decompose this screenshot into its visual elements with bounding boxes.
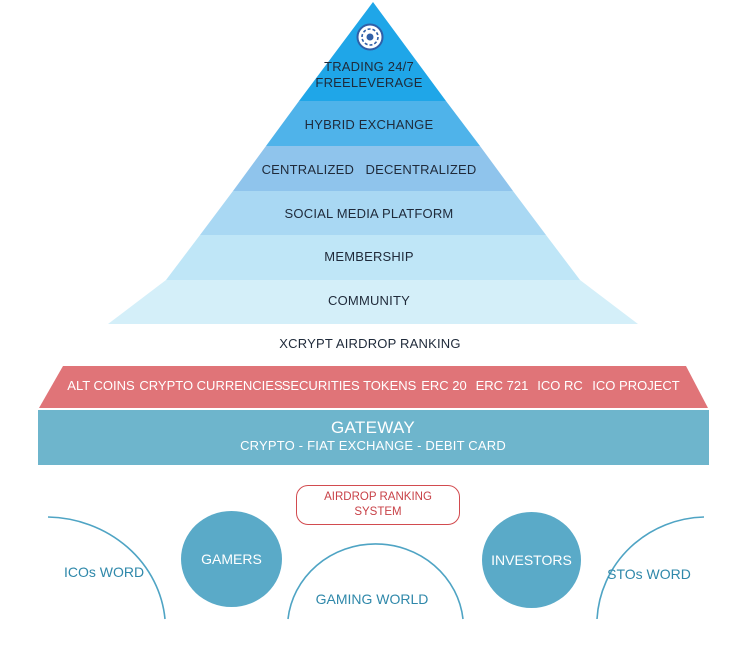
token-crypto-currencies: CRYPTO CURRENCIES bbox=[139, 378, 283, 393]
pyramid-layers bbox=[108, 2, 638, 324]
airdrop-line-2: SYSTEM bbox=[354, 506, 402, 518]
token-ico-rc: ICO RC bbox=[537, 378, 583, 393]
layer-membership-label: MEMBERSHIP bbox=[324, 249, 414, 264]
gamers-circle: GAMERS bbox=[181, 511, 282, 607]
layer-social-label: SOCIAL MEDIA PLATFORM bbox=[284, 206, 454, 221]
icos-word-label: ICOs WORD bbox=[63, 564, 145, 580]
gaming-world-arc bbox=[287, 543, 464, 620]
gamers-label: GAMERS bbox=[201, 551, 262, 567]
token-ico-project: ICO PROJECT bbox=[592, 378, 680, 393]
token-erc-721: ERC 721 bbox=[475, 378, 529, 393]
airdrop-ranking-system: AIRDROP RANKING SYSTEM bbox=[296, 485, 460, 525]
investors-circle: INVESTORS bbox=[482, 512, 581, 608]
layer-trading-label: TRADING 24/7 FREELEVERAGE bbox=[315, 59, 422, 91]
pyramid-layer-social bbox=[200, 191, 546, 235]
pyramid-layer-membership bbox=[166, 235, 580, 280]
token-erc-20: ERC 20 bbox=[421, 378, 467, 393]
stos-word-label: STOs WORD bbox=[607, 566, 691, 582]
gaming-world-label: GAMING WORLD bbox=[315, 591, 429, 607]
pyramid-layer-community bbox=[108, 280, 638, 324]
layer-trading-line-1: TRADING 24/7 bbox=[324, 59, 414, 74]
tokens-band bbox=[39, 366, 708, 408]
pyramid-layer-central bbox=[233, 146, 513, 191]
globe-gear-logo bbox=[356, 23, 384, 51]
layer-trading-line-2: FREELEVERAGE bbox=[315, 75, 423, 90]
gateway-title: GATEWAY bbox=[331, 418, 415, 437]
layer-hybrid-label: HYBRID EXCHANGE bbox=[304, 117, 434, 132]
token-alt-coins: ALT COINS bbox=[67, 378, 135, 393]
airdrop-line-1: AIRDROP RANKING bbox=[324, 491, 432, 503]
gateway-subtitle: CRYPTO - FIAT EXCHANGE - DEBIT CARD bbox=[240, 438, 506, 453]
layer-community-label: COMMUNITY bbox=[328, 293, 410, 308]
ranking-label: XCRYPT AIRDROP RANKING bbox=[279, 336, 461, 351]
investors-label: INVESTORS bbox=[491, 552, 572, 568]
pyramid-layer-trading bbox=[299, 2, 446, 101]
layer-central-label: CENTRALIZED DECENTRALIZED bbox=[261, 162, 477, 177]
icos-word-arc bbox=[47, 516, 166, 620]
token-securities-tokens: SECURITIES TOKENS bbox=[281, 378, 417, 393]
gateway-block bbox=[38, 410, 709, 465]
pyramid-layer-hybrid bbox=[266, 101, 480, 146]
stos-word-arc bbox=[596, 516, 705, 620]
